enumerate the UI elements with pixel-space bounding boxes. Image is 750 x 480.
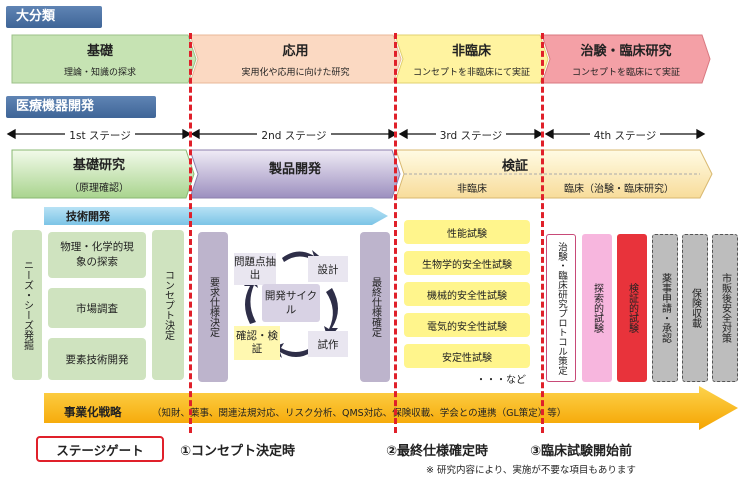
phase-basic-title: 基礎研究 — [72, 158, 125, 173]
phase-product-title: 製品開発 — [268, 161, 321, 177]
concept-decision-box: コンセプト決定 — [152, 230, 184, 380]
category-applied: 応用 実用化や応用に向けた研究 — [198, 35, 393, 83]
stage1-item-market: 市場調査 — [48, 288, 146, 328]
category-nonclinical: 非臨床 コンセプトを非臨床にて実証 — [403, 35, 540, 83]
category-clinical-subtitle: コンセプトを臨床にて実証 — [571, 68, 680, 78]
final-spec-text: 最終仕様確定 — [369, 277, 381, 337]
tech-dev-arrow — [44, 207, 388, 225]
stage-4-label: 4th ステージ — [550, 127, 700, 143]
cycle-center-box: 開発サイクル — [262, 284, 320, 322]
stage-gate-line-2 — [394, 33, 397, 433]
strategy-detail: （知財、薬事、関連法規対応、リスク分析、QMS対応、保険収載、学会との連携（GL… — [152, 408, 567, 419]
stage1-item-physics: 物理・化学的現象の探索 — [48, 232, 146, 278]
category-clinical-title: 治験・臨床研究 — [580, 44, 672, 59]
test-stability: 安定性試験 — [404, 344, 530, 368]
category-applied-title: 応用 — [282, 44, 309, 59]
requirement-spec-box: 要求仕様決定 — [198, 232, 228, 382]
category-basic-subtitle: 理論・知識の探求 — [63, 68, 136, 78]
needs-seeds-box: ニーズ・シーズ発掘 — [12, 230, 42, 380]
footnote: ※ 研究内容により、実施が不要な項目もあります — [426, 465, 636, 476]
category-basic-shape — [11, 34, 197, 84]
category-basic: 基礎 理論・知識の探求 — [12, 35, 188, 83]
section-label-device: 医療機器開発 — [6, 96, 156, 118]
protocol-box: 治験・臨床研究プロトコル策定 — [546, 234, 576, 382]
test-biological: 生物学的安全性試験 — [404, 251, 530, 275]
cycle-problem-box: 問題点抽出 — [234, 253, 276, 285]
test-performance: 性能試験 — [404, 220, 530, 244]
category-nonclinical-shape — [394, 34, 549, 84]
phase-product: 製品開発 — [198, 150, 392, 184]
stage-gate-line-1 — [189, 33, 192, 433]
post-market-safety-box: 市販後安全対策 — [712, 234, 738, 382]
needs-seeds-text: ニーズ・シーズ発掘 — [21, 260, 33, 350]
concept-decision-text: コンセプト決定 — [162, 270, 174, 340]
phase-basic: 基礎研究 （原理確認） — [12, 150, 186, 198]
exploratory-trial-box: 探索的試験 — [582, 234, 612, 382]
gate-2-label: ②最終仕様確定時 — [386, 444, 489, 459]
category-nonclinical-title: 非臨床 — [451, 44, 491, 59]
phase-verify-nonclinical: 非臨床 — [457, 184, 487, 195]
strategy-arrow — [44, 386, 738, 430]
category-applied-subtitle: 実用化や応用に向けた研究 — [241, 68, 350, 78]
major-category-row — [11, 34, 711, 84]
category-clinical-shape — [541, 34, 711, 84]
category-nonclinical-subtitle: コンセプトを非臨床にて実証 — [412, 68, 530, 78]
cycle-design-box: 設計 — [308, 256, 348, 282]
test-etc: ・・・など — [476, 375, 526, 386]
stage-3-label: 3rd ステージ — [404, 127, 538, 143]
strategy-title: 事業化戦略 — [64, 405, 122, 419]
stage-1-label: 1st ステージ — [12, 127, 188, 143]
test-mechanical: 機械的安全性試験 — [404, 282, 530, 306]
phase-verify-clinical: 臨床（治験・臨床研究） — [564, 184, 674, 195]
tech-dev-label: 技術開発 — [66, 210, 110, 223]
category-applied-shape — [189, 34, 402, 84]
final-spec-box: 最終仕様確定 — [360, 232, 390, 382]
insurance-listing-box: 保険収載 — [682, 234, 708, 382]
test-electrical: 電気的安全性試験 — [404, 313, 530, 337]
category-clinical: 治験・臨床研究 コンセプトを臨床にて実証 — [550, 35, 702, 83]
requirement-spec-text: 要求仕様決定 — [207, 277, 219, 337]
stage1-item-tech: 要素技術開発 — [48, 338, 146, 380]
confirmatory-trial-box: 検証的試験 — [617, 234, 647, 382]
phase-row — [11, 149, 713, 199]
phase-basic-subtitle: （原理確認） — [69, 183, 129, 194]
cycle-verify-box: 確認・検証 — [234, 326, 280, 360]
stage-gate-legend: ステージゲート — [36, 436, 164, 462]
stage-2-label: 2nd ステージ — [196, 127, 392, 143]
stage1-item-market-text: 市場調査 — [76, 302, 118, 315]
stage-gate-line-3 — [541, 33, 544, 433]
stage1-item-tech-text: 要素技術開発 — [65, 353, 129, 366]
gate-3-label: ③臨床試験開始前 — [530, 444, 633, 459]
phase-verify-title: 検証 — [501, 159, 528, 174]
gate-1-label: ①コンセプト決定時 — [180, 444, 296, 459]
category-basic-title: 基礎 — [86, 44, 113, 59]
cycle-prototype-box: 試作 — [308, 331, 348, 357]
phase-product-shape — [189, 149, 401, 199]
stage1-item-physics-text: 物理・化学的現象の探索 — [60, 241, 134, 268]
regulatory-approval-box: 薬事申請・承認 — [652, 234, 678, 382]
section-label-major: 大分類 — [6, 6, 102, 28]
